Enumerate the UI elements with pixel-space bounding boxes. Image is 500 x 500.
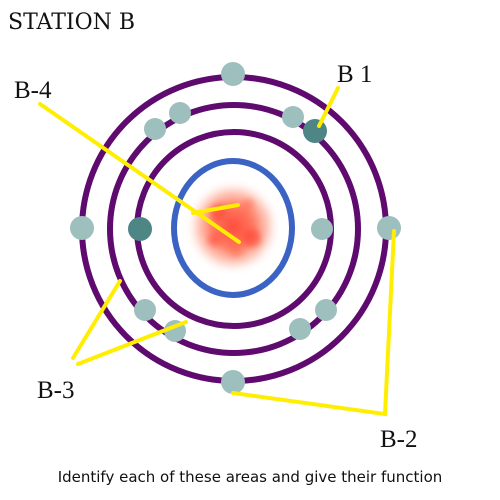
label-b3: B-3	[37, 377, 75, 404]
electron	[315, 299, 337, 321]
b4-leader-line	[38, 102, 241, 244]
b3-leader-line-upper	[71, 279, 122, 360]
electron	[169, 102, 191, 124]
electron	[377, 216, 401, 240]
label-b2: B-2	[380, 426, 418, 453]
electron	[311, 218, 333, 240]
instruction-caption: Identify each of these areas and give th…	[57, 468, 443, 486]
nucleus-speckle	[208, 234, 220, 246]
electron	[282, 106, 304, 128]
station-title: STATION B	[8, 10, 135, 35]
b2-leader-line	[231, 229, 396, 417]
electron-dark	[303, 119, 327, 143]
electron	[70, 216, 94, 240]
middle-shell	[107, 102, 361, 356]
b4-leader-line-branch	[191, 203, 240, 215]
b3-leader-line-lower	[76, 320, 188, 366]
nucleus-speckle	[229, 243, 243, 257]
electron	[289, 318, 311, 340]
nucleus-speckle	[242, 199, 254, 211]
electron	[221, 370, 245, 394]
nucleus-core	[186, 180, 280, 274]
b1-leader-line	[317, 86, 340, 128]
electron	[221, 62, 245, 86]
leader-lines	[38, 86, 396, 417]
nucleus	[171, 158, 295, 298]
electron	[134, 299, 156, 321]
electron	[144, 118, 166, 140]
electron-dark	[128, 217, 152, 241]
nucleus-speckle	[243, 229, 261, 247]
nucleus-ring	[171, 158, 295, 298]
label-b4: B-4	[14, 77, 52, 104]
label-b1: B 1	[337, 61, 372, 88]
